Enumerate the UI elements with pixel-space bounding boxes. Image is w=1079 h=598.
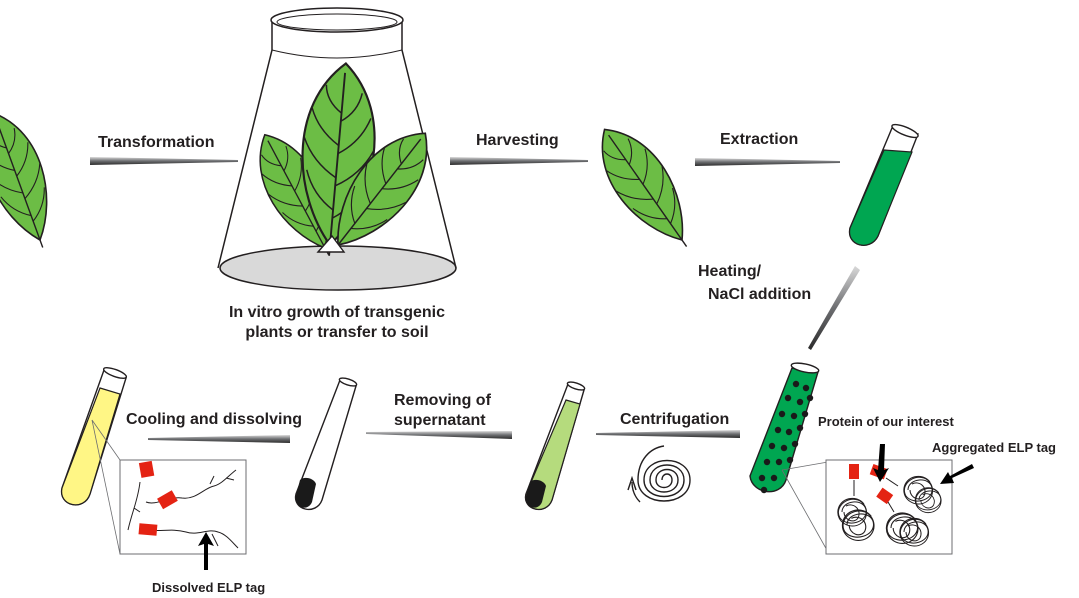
zoom-lines-aggregate <box>781 461 829 553</box>
callout-dissolved-arrow <box>198 532 214 570</box>
step-label-cooling: Cooling and dissolving <box>126 411 302 428</box>
step-label-extraction: Extraction <box>720 131 798 148</box>
zoom-lines-dissolved <box>91 419 121 555</box>
flask-icon <box>217 7 457 291</box>
protein-block <box>138 460 155 478</box>
arrow-centrifugation <box>596 430 740 438</box>
callout-aggregated: Aggregated ELP tag <box>932 440 1056 455</box>
step-label-heating-line1: Heating/ <box>698 263 762 280</box>
callout-aggregated-arrow <box>940 464 974 484</box>
step-label-transformation: Transformation <box>98 134 214 151</box>
transgenic-plant-icon <box>241 59 448 270</box>
callout-protein-arrow <box>873 444 889 482</box>
protein-block <box>876 487 894 505</box>
centrifuge-spiral-icon <box>627 445 691 503</box>
heated-tube-icon <box>749 362 820 494</box>
step-label-harvesting: Harvesting <box>476 132 559 149</box>
centrifuged-tube-icon <box>525 381 586 511</box>
growth-caption-line1: In vitro growth of transgenic <box>229 304 445 321</box>
step-label-heating-line2: NaCl addition <box>708 286 811 303</box>
pellet-tube-icon <box>295 377 358 511</box>
protein-block <box>849 464 859 479</box>
harvested-leaf-icon <box>582 113 709 263</box>
step-label-removing-line2: supernatant <box>394 412 486 429</box>
protein-block <box>138 523 158 536</box>
step-label-centrifugation: Centrifugation <box>620 411 729 428</box>
extract-tube-icon <box>849 123 919 246</box>
growth-caption-line2: plants or transfer to soil <box>245 324 428 341</box>
step-label-removing-line1: Removing of <box>394 392 492 409</box>
leaf-icon <box>0 103 69 258</box>
arrow-harvesting <box>450 157 588 165</box>
arrow-removing-supernatant <box>366 431 512 439</box>
callout-protein: Protein of our interest <box>818 414 954 429</box>
dissolved-tube-icon <box>61 367 128 506</box>
callout-dissolved: Dissolved ELP tag <box>152 580 265 595</box>
aggregated-zoom-box <box>825 459 953 555</box>
arrow-cooling <box>148 435 290 443</box>
dissolved-zoom-box <box>119 459 247 555</box>
arrow-heating <box>808 266 860 350</box>
arrow-transformation <box>90 157 238 165</box>
arrow-extraction <box>695 158 840 166</box>
protein-block <box>157 490 178 510</box>
